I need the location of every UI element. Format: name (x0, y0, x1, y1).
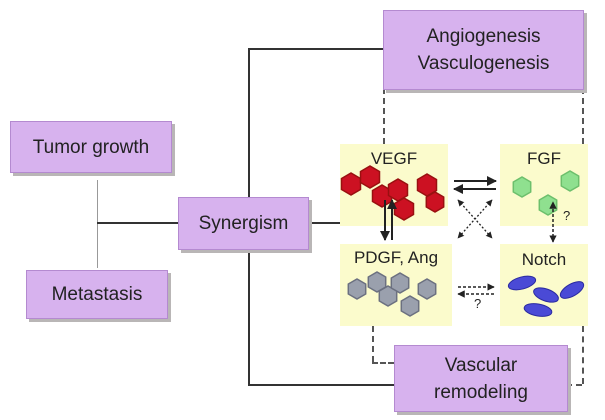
vegf-cell (425, 191, 445, 213)
remodel-left-dash-h (372, 362, 394, 364)
notch-cell (559, 281, 585, 299)
metastasis-label: Metastasis (51, 284, 143, 305)
tumor-growth-box: Tumor growth (10, 121, 172, 173)
cross-arrow-b (457, 199, 493, 239)
tumor-growth-label: Tumor growth (32, 136, 150, 158)
notch-cell (507, 275, 537, 291)
synergism-label: Synergism (198, 213, 289, 234)
fgf-cells (512, 170, 580, 216)
pdgf-cells (347, 271, 437, 317)
synergism-panel-connector (308, 222, 340, 224)
fgf-cell (512, 176, 532, 198)
notch-cell (533, 287, 559, 303)
vegf-label: VEGF (370, 149, 418, 168)
vegf-cell (359, 165, 381, 189)
remodeling-label: remodeling (434, 381, 528, 403)
angiogenesis-box: Angiogenesis Vasculogenesis (383, 10, 584, 90)
synergism-connector (97, 222, 179, 224)
vegf-cell (393, 197, 415, 221)
synergism-box: Synergism (178, 197, 309, 250)
vegf-cell (340, 172, 362, 196)
fgf-label: FGF (527, 149, 561, 168)
angiogenesis-label: Angiogenesis (426, 26, 541, 47)
pdgf-cell (400, 295, 420, 317)
pdgf-cell (417, 278, 437, 300)
angio-left-dash (383, 88, 385, 144)
remodel-right-dash-h (566, 384, 582, 386)
pdgf-cell (390, 272, 410, 294)
growth-metastasis-connector (97, 180, 98, 268)
vegf-cells (340, 165, 445, 221)
pdgf-cell (367, 271, 387, 293)
notch-label: Notch (521, 250, 567, 269)
fgf-cell (538, 194, 558, 216)
top-frame-line (248, 48, 383, 50)
notch-cells (507, 275, 585, 317)
vascular-remodeling-box: Vascular remodeling (394, 345, 568, 412)
pdgf-notch-question-mark: ? (474, 296, 482, 311)
bottom-frame-line (248, 384, 398, 386)
vascular-label: Vascular (444, 354, 518, 376)
remodel-left-dash (372, 326, 374, 362)
pdgf-ang-label: PDGF, Ang (353, 248, 439, 267)
fgf-cell (560, 170, 580, 192)
pdgf-cell (347, 278, 367, 300)
metastasis-box: Metastasis (26, 270, 168, 319)
remodel-right-dash (582, 326, 584, 384)
angio-right-dash (582, 88, 584, 144)
vasculogenesis-label: Vasculogenesis (417, 53, 550, 74)
notch-cell (523, 303, 553, 317)
fgf-notch-question-mark: ? (563, 208, 571, 223)
